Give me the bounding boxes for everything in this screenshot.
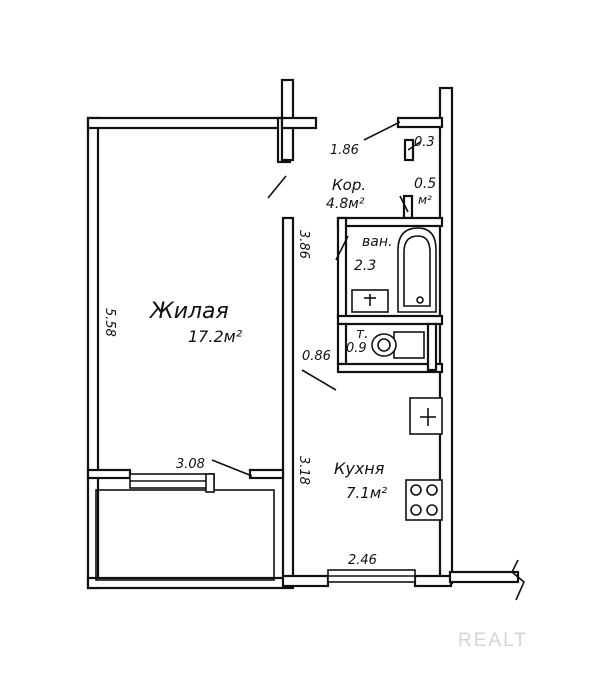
living-room-area: 17.2м² (188, 327, 243, 346)
wall-bath-bottom (336, 314, 444, 326)
wall-living-top (86, 116, 288, 130)
living-room-name: Жилая (148, 299, 229, 324)
dimension-labels: 5.58 3.08 1.86 0.3 3.86 0.86 3.18 2.46 (102, 135, 435, 568)
bath-sink (351, 289, 389, 313)
wall-cross-horizontal (280, 116, 318, 130)
wall-bath-left (336, 216, 348, 320)
balcony-outline (95, 489, 275, 581)
kitchen-area: 7.1м² (346, 484, 387, 502)
room-labels: Жилая 17.2м² Кор. 4.8м² 0.5 м² ван. 2.3 … (148, 176, 436, 502)
break-line (511, 559, 525, 601)
dim-corridor-top: 1.86 (330, 143, 359, 158)
living-window (129, 473, 215, 493)
toilet-name: т. (356, 326, 369, 342)
wall-corridor-top (396, 116, 444, 129)
corridor-name: Кор. (332, 176, 366, 194)
wall-kitchen-bottom-right (413, 574, 453, 588)
bath-area: 2.3 (354, 258, 376, 274)
wall-living-bottom-left (86, 468, 132, 480)
wall-bath-top (336, 216, 444, 228)
wall-living-bottom-right (248, 468, 285, 480)
wall-partition-center (281, 216, 295, 585)
wall-external-stub (448, 570, 520, 584)
niche-area: 0.5 (414, 176, 436, 192)
niche-unit: м² (418, 193, 432, 207)
wall-toilet-bottom (336, 362, 444, 374)
dim-kitchen-width: 2.46 (348, 553, 377, 568)
walls (86, 78, 525, 601)
dim-living-height: 5.58 (102, 308, 117, 337)
stove (405, 479, 443, 521)
kitchen-window (327, 569, 416, 583)
bathtub (397, 227, 437, 313)
wall-toilet-divider (426, 322, 438, 372)
corridor-area: 4.8м² (326, 196, 365, 212)
toilet-area: 0.9 (346, 341, 367, 356)
leader-lines (211, 121, 421, 477)
watermark: REALT (458, 630, 528, 651)
windows (129, 473, 416, 583)
kitchen-name: Кухня (334, 459, 385, 478)
toilet-fixture (371, 331, 425, 359)
kitchen-sink (409, 397, 443, 435)
dim-niche-top: 0.3 (414, 135, 435, 150)
wall-toilet-left (336, 322, 348, 366)
fixtures (351, 227, 443, 521)
wall-kitchen-bottom-left (281, 574, 330, 588)
dim-living-width: 3.08 (176, 457, 205, 472)
dim-toilet-width: 0.86 (302, 349, 331, 364)
bath-name: ван. (362, 234, 392, 250)
dim-kitchen-height: 3.18 (296, 456, 311, 485)
dim-corridor-side: 3.86 (296, 230, 311, 259)
